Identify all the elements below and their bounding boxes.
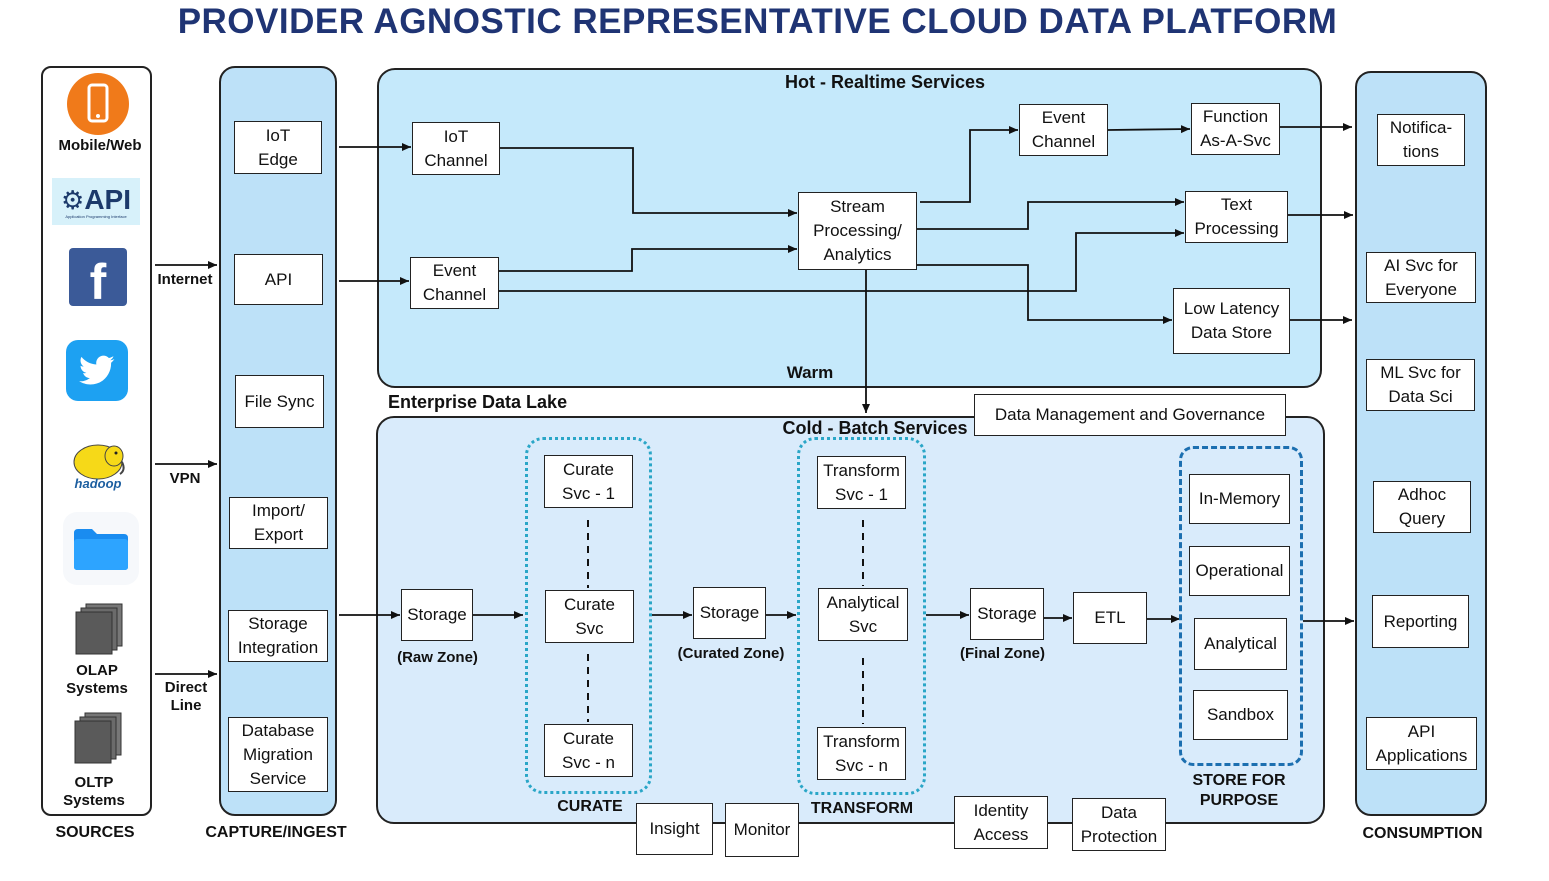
hot-stream-processing: Stream Processing/ Analytics bbox=[798, 192, 917, 270]
data-governance: Data Management and Governance bbox=[974, 394, 1286, 436]
olap-stack-icon bbox=[72, 602, 126, 658]
connection-internet: Internet bbox=[157, 271, 213, 288]
transform-svc-1: Transform Svc - 1 bbox=[817, 456, 906, 509]
hot-iot-channel: IoT Channel bbox=[412, 122, 500, 175]
hot-event-channel-out: Event Channel bbox=[1019, 104, 1108, 156]
connection-vpn: VPN bbox=[169, 470, 201, 487]
bottom-monitor: Monitor bbox=[725, 803, 799, 857]
storage-final: Storage bbox=[970, 588, 1044, 640]
page-title: PROVIDER AGNOSTIC REPRESENTATIVE CLOUD D… bbox=[177, 2, 1338, 41]
consume-ai-svc: AI Svc for Everyone bbox=[1366, 252, 1476, 303]
sources-panel bbox=[41, 66, 152, 816]
consume-api-applications: API Applications bbox=[1366, 717, 1477, 770]
hot-low-latency-store: Low Latency Data Store bbox=[1173, 288, 1290, 354]
consume-adhoc-query: Adhoc Query bbox=[1373, 481, 1471, 533]
bottom-identity-access: Identity Access bbox=[954, 796, 1048, 849]
store-operational: Operational bbox=[1189, 546, 1290, 596]
cold-title: Cold - Batch Services bbox=[782, 418, 968, 438]
capture-api: API bbox=[234, 254, 323, 305]
warm-label: Warm bbox=[786, 363, 834, 382]
twitter-icon bbox=[66, 340, 128, 401]
source-mobile-web: Mobile/Web bbox=[58, 137, 142, 154]
folder-icon bbox=[63, 512, 139, 585]
hot-function-as-a-svc: Function As-A-Svc bbox=[1191, 103, 1280, 155]
api-logo-subtext: Application Programming Interface bbox=[65, 214, 127, 219]
store-analytical: Analytical bbox=[1194, 618, 1287, 670]
capture-storage-integration: Storage Integration bbox=[228, 610, 328, 662]
api-logo-text: API bbox=[84, 184, 131, 215]
storage-raw: Storage bbox=[401, 589, 473, 641]
hadoop-logo-text: hadoop bbox=[74, 475, 122, 491]
api-icon: ⚙ API Application Programming Interface bbox=[52, 178, 140, 225]
curate-group bbox=[525, 437, 652, 794]
hadoop-icon: hadoop bbox=[66, 436, 130, 494]
store-in-memory: In-Memory bbox=[1189, 474, 1290, 524]
curate-svc: Curate Svc bbox=[545, 590, 634, 643]
enterprise-data-lake-label: Enterprise Data Lake bbox=[388, 392, 568, 412]
bottom-insight: Insight bbox=[636, 803, 713, 855]
curate-svc-n: Curate Svc - n bbox=[544, 724, 633, 777]
capture-iot-edge: IoT Edge bbox=[234, 121, 322, 174]
etl: ETL bbox=[1073, 592, 1147, 644]
curated-zone-label: (Curated Zone) bbox=[677, 645, 785, 662]
final-zone-label: (Final Zone) bbox=[960, 645, 1045, 662]
curate-label: CURATE bbox=[557, 798, 623, 815]
consume-reporting: Reporting bbox=[1372, 595, 1469, 648]
consumption-lane bbox=[1355, 71, 1487, 816]
curate-svc-1: Curate Svc - 1 bbox=[544, 455, 633, 508]
hot-event-channel-in: Event Channel bbox=[410, 257, 499, 309]
facebook-icon: f bbox=[69, 248, 127, 310]
capture-file-sync: File Sync bbox=[235, 375, 324, 428]
source-oltp: OLTP Systems bbox=[63, 774, 125, 809]
capture-import-export: Import/ Export bbox=[229, 497, 328, 549]
capture-lane bbox=[219, 66, 337, 816]
storage-curated: Storage bbox=[693, 587, 766, 639]
analytical-svc: Analytical Svc bbox=[818, 588, 908, 641]
column-label-sources: SOURCES bbox=[55, 824, 135, 841]
hot-title: Hot - Realtime Services bbox=[784, 72, 986, 92]
source-olap: OLAP Systems bbox=[66, 662, 128, 697]
store-for-purpose-label: STORE FOR PURPOSE bbox=[1192, 772, 1286, 809]
transform-group bbox=[797, 437, 926, 795]
bottom-data-protection: Data Protection bbox=[1072, 798, 1166, 851]
consume-notifications: Notifica- tions bbox=[1377, 114, 1465, 166]
raw-zone-label: (Raw Zone) bbox=[397, 649, 478, 666]
store-sandbox: Sandbox bbox=[1193, 690, 1288, 740]
oltp-stack-icon bbox=[71, 711, 125, 767]
column-label-capture: CAPTURE/INGEST bbox=[205, 824, 347, 841]
transform-label: TRANSFORM bbox=[810, 800, 914, 817]
consume-ml-svc: ML Svc for Data Sci bbox=[1366, 359, 1475, 411]
connection-direct-line: Direct Line bbox=[164, 679, 208, 714]
phone-icon bbox=[65, 71, 132, 138]
capture-database-migration: Database Migration Service bbox=[228, 717, 328, 792]
transform-svc-n: Transform Svc - n bbox=[817, 727, 906, 780]
column-label-consumption: CONSUMPTION bbox=[1362, 825, 1483, 842]
hot-text-processing: Text Processing bbox=[1185, 191, 1288, 243]
store-for-purpose-group bbox=[1179, 446, 1303, 766]
